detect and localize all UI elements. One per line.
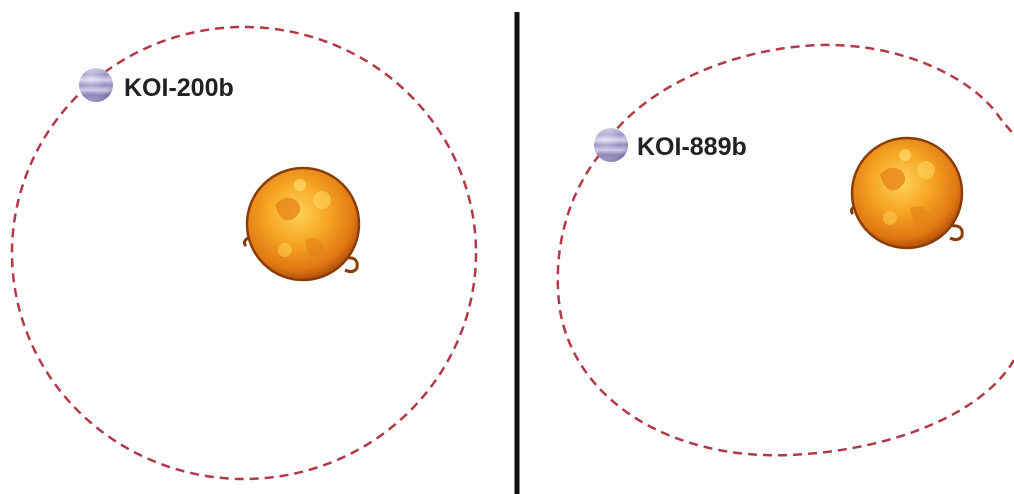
orbit-path (10, 25, 478, 481)
orbit-path-lower (556, 144, 1014, 457)
planet-label: KOI-889b (637, 133, 747, 161)
planet-label: KOI-200b (124, 74, 234, 102)
sun-star-icon (849, 136, 964, 250)
orbit-path (606, 43, 1014, 141)
panel-koi-200b: KOI-200b (10, 25, 478, 481)
panel-koi-889b: KOI-889b (556, 43, 1014, 457)
sun-star-icon (242, 166, 361, 282)
gas-giant-planet-icon (594, 128, 628, 162)
gas-giant-planet-icon (79, 68, 113, 102)
